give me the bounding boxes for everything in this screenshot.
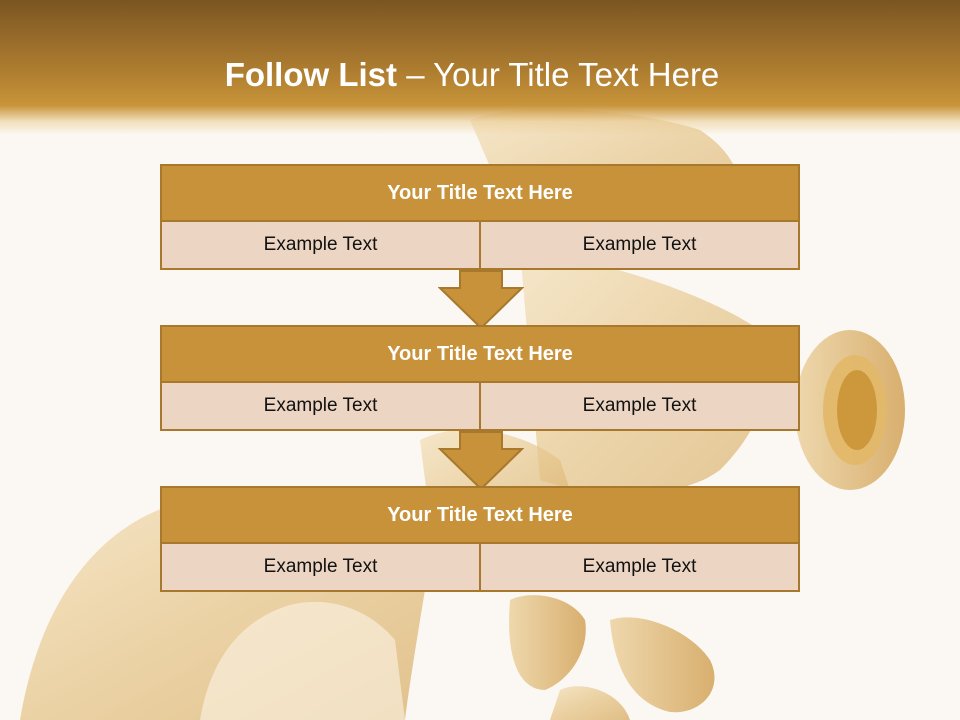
process-block-3: Your Title Text Here Example Text Exampl…	[160, 486, 800, 592]
header-band	[0, 0, 960, 135]
slide-title: Follow List – Your Title Text Here	[0, 55, 944, 95]
block-row: Example Text Example Text	[162, 544, 798, 590]
block-title: Your Title Text Here	[162, 327, 798, 383]
block-cell-left: Example Text	[162, 222, 479, 268]
process-block-2: Your Title Text Here Example Text Exampl…	[160, 325, 800, 431]
down-arrow-icon	[438, 431, 524, 491]
slide-title-bold: Follow List	[224, 56, 398, 93]
slide-title-rest: – Your Title Text Here	[397, 56, 720, 93]
block-cell-right: Example Text	[479, 544, 798, 590]
block-title: Your Title Text Here	[162, 488, 798, 544]
block-cell-left: Example Text	[162, 544, 479, 590]
block-title: Your Title Text Here	[162, 166, 798, 222]
block-cell-right: Example Text	[479, 383, 798, 429]
down-arrow-icon	[438, 270, 524, 330]
block-row: Example Text Example Text	[162, 383, 798, 429]
block-row: Example Text Example Text	[162, 222, 798, 268]
block-cell-right: Example Text	[479, 222, 798, 268]
process-block-1: Your Title Text Here Example Text Exampl…	[160, 164, 800, 270]
block-cell-left: Example Text	[162, 383, 479, 429]
